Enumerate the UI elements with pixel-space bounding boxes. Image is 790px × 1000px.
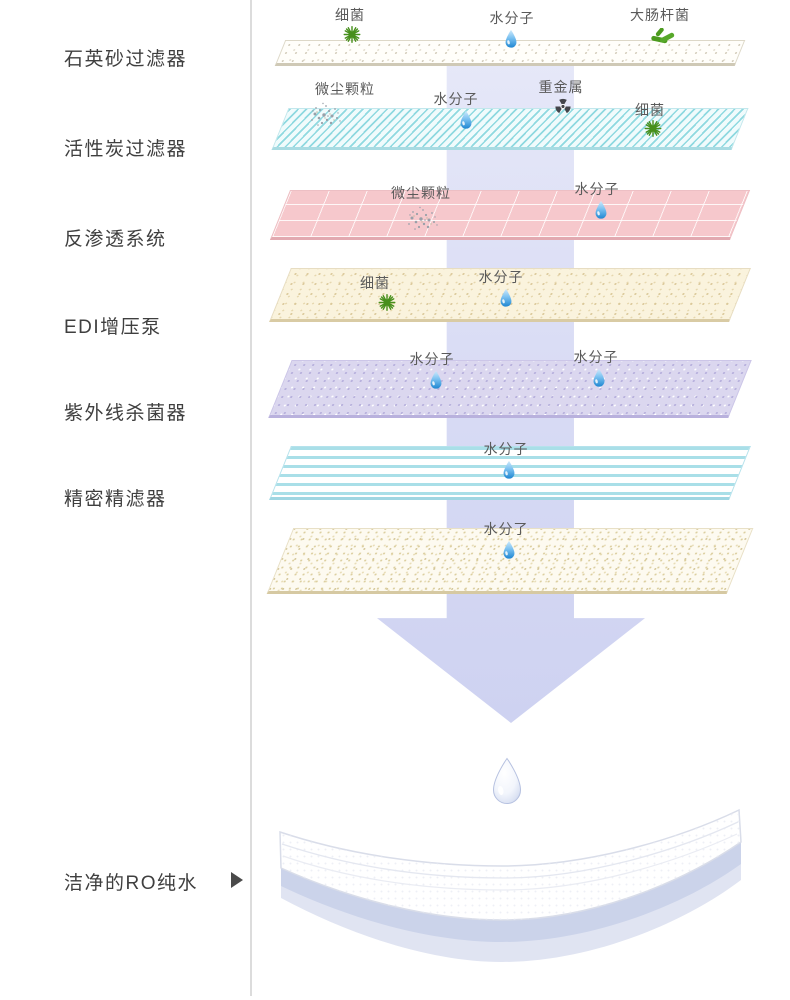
dust-icon <box>306 101 342 129</box>
particle-label-water: 水分子 <box>409 351 455 367</box>
layer-uv-sterilizer <box>268 360 752 418</box>
particle-label-dust: 微尘颗粒 <box>315 81 375 97</box>
stage-label-pure-water: 洁净的RO纯水 <box>64 873 199 894</box>
pure-water-drop-icon <box>487 757 527 811</box>
layer-activated-carbon <box>271 108 749 150</box>
stage-label-uv: 紫外线杀菌器 <box>64 403 188 424</box>
particle-label-bacteria: 细菌 <box>360 275 390 291</box>
water-drop-icon <box>458 110 474 131</box>
radiation-icon <box>554 97 573 116</box>
particle-label-water: 水分子 <box>489 10 535 26</box>
particle-label-bacteria: 细菌 <box>335 7 365 23</box>
particle-label-water: 水分子 <box>433 91 479 107</box>
particle-label-bacteria: 细菌 <box>635 102 665 118</box>
particle-label-water: 水分子 <box>574 181 620 197</box>
particle-label-water-alt: 水分了 <box>483 521 529 537</box>
particle-label-dust: 微尘颗粒 <box>391 185 451 201</box>
bacteria-icon <box>645 120 662 137</box>
stage-label-precision: 精密精滤器 <box>64 489 167 510</box>
layer-ro-membrane <box>269 190 751 240</box>
particle-label-water: 水分子 <box>573 349 619 365</box>
stage-label-edi: EDI增压泵 <box>64 317 162 338</box>
particle-label-heavy-metal: 重金属 <box>538 79 584 95</box>
water-drop-icon <box>501 540 517 561</box>
divider-line <box>250 0 252 996</box>
water-drop-icon <box>593 200 609 221</box>
dust-icon <box>403 205 439 233</box>
bacteria-icon <box>379 294 396 311</box>
particle-label-ecoli: 大肠杆菌 <box>630 7 690 23</box>
particle-label-water: 水分子 <box>478 269 524 285</box>
stage-label-quartz: 石英砂过滤器 <box>64 49 188 70</box>
water-drop-icon <box>591 368 607 389</box>
particle-label-water: 水分子 <box>483 441 529 457</box>
water-drop-icon <box>503 29 519 50</box>
filter-pad <box>279 808 742 962</box>
water-drop-icon <box>428 370 444 391</box>
stage-label-ro: 反渗透系统 <box>64 229 167 250</box>
right-triangle-icon <box>231 872 243 888</box>
ecoli-icon <box>649 28 677 48</box>
water-drop-icon <box>501 460 517 481</box>
bacteria-icon <box>344 26 361 43</box>
water-drop-icon <box>498 288 514 309</box>
stage-label-carbon: 活性炭过滤器 <box>64 139 188 160</box>
